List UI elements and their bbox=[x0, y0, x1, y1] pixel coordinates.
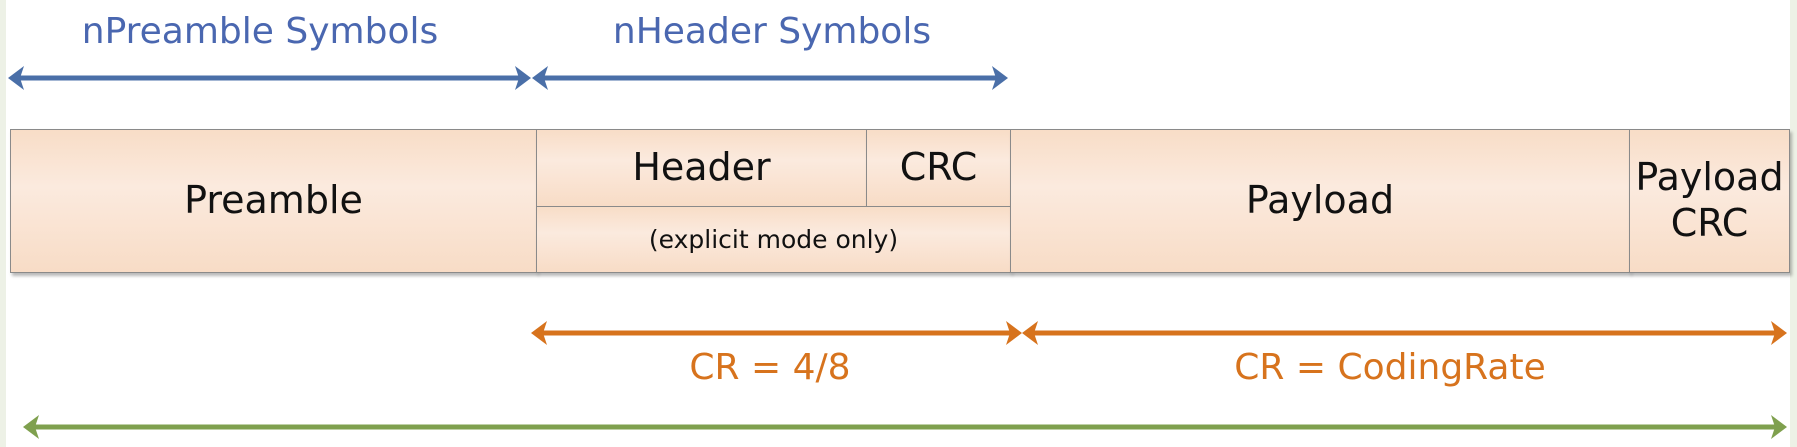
header-crc-block: CRC bbox=[866, 129, 1011, 207]
payload-crc-label-line1: Payload bbox=[1635, 155, 1784, 200]
preamble-arrowhead-right bbox=[515, 66, 531, 90]
header-cr-arrowhead-left bbox=[531, 321, 547, 345]
header-block: Header bbox=[536, 129, 867, 207]
payload-cr-arrowhead-right bbox=[1771, 321, 1787, 345]
payload-label: Payload bbox=[1245, 178, 1395, 223]
preamble-label: Preamble bbox=[184, 178, 363, 223]
payload-crc-block: Payload CRC bbox=[1629, 129, 1790, 273]
header-crc-label: CRC bbox=[899, 145, 978, 190]
payload-coding-rate-label: CR = CodingRate bbox=[1234, 347, 1546, 388]
preamble-arrowhead-left bbox=[8, 66, 24, 90]
packet-arrowhead-left bbox=[23, 415, 39, 439]
preamble-block: Preamble bbox=[10, 129, 537, 273]
left-edge-strip bbox=[0, 0, 6, 447]
nheader-symbols-label: nHeader Symbols bbox=[612, 11, 932, 52]
npreamble-symbols-label: nPreamble Symbols bbox=[81, 11, 439, 52]
right-edge-strip bbox=[1790, 0, 1797, 447]
explicit-mode-note: (explicit mode only) bbox=[648, 224, 899, 254]
header-arrowhead-left bbox=[532, 66, 548, 90]
header-coding-rate-label: CR = 4/8 bbox=[689, 347, 851, 388]
payload-block: Payload bbox=[1010, 129, 1630, 273]
payload-cr-arrowhead-left bbox=[1022, 321, 1038, 345]
header-cr-arrowhead-right bbox=[1006, 321, 1022, 345]
payload-crc-label-line2: CRC bbox=[1670, 201, 1749, 245]
header-arrowhead-right bbox=[992, 66, 1008, 90]
explicit-mode-block: (explicit mode only) bbox=[536, 206, 1011, 273]
header-label: Header bbox=[632, 145, 771, 190]
packet-arrowhead-right bbox=[1771, 415, 1787, 439]
